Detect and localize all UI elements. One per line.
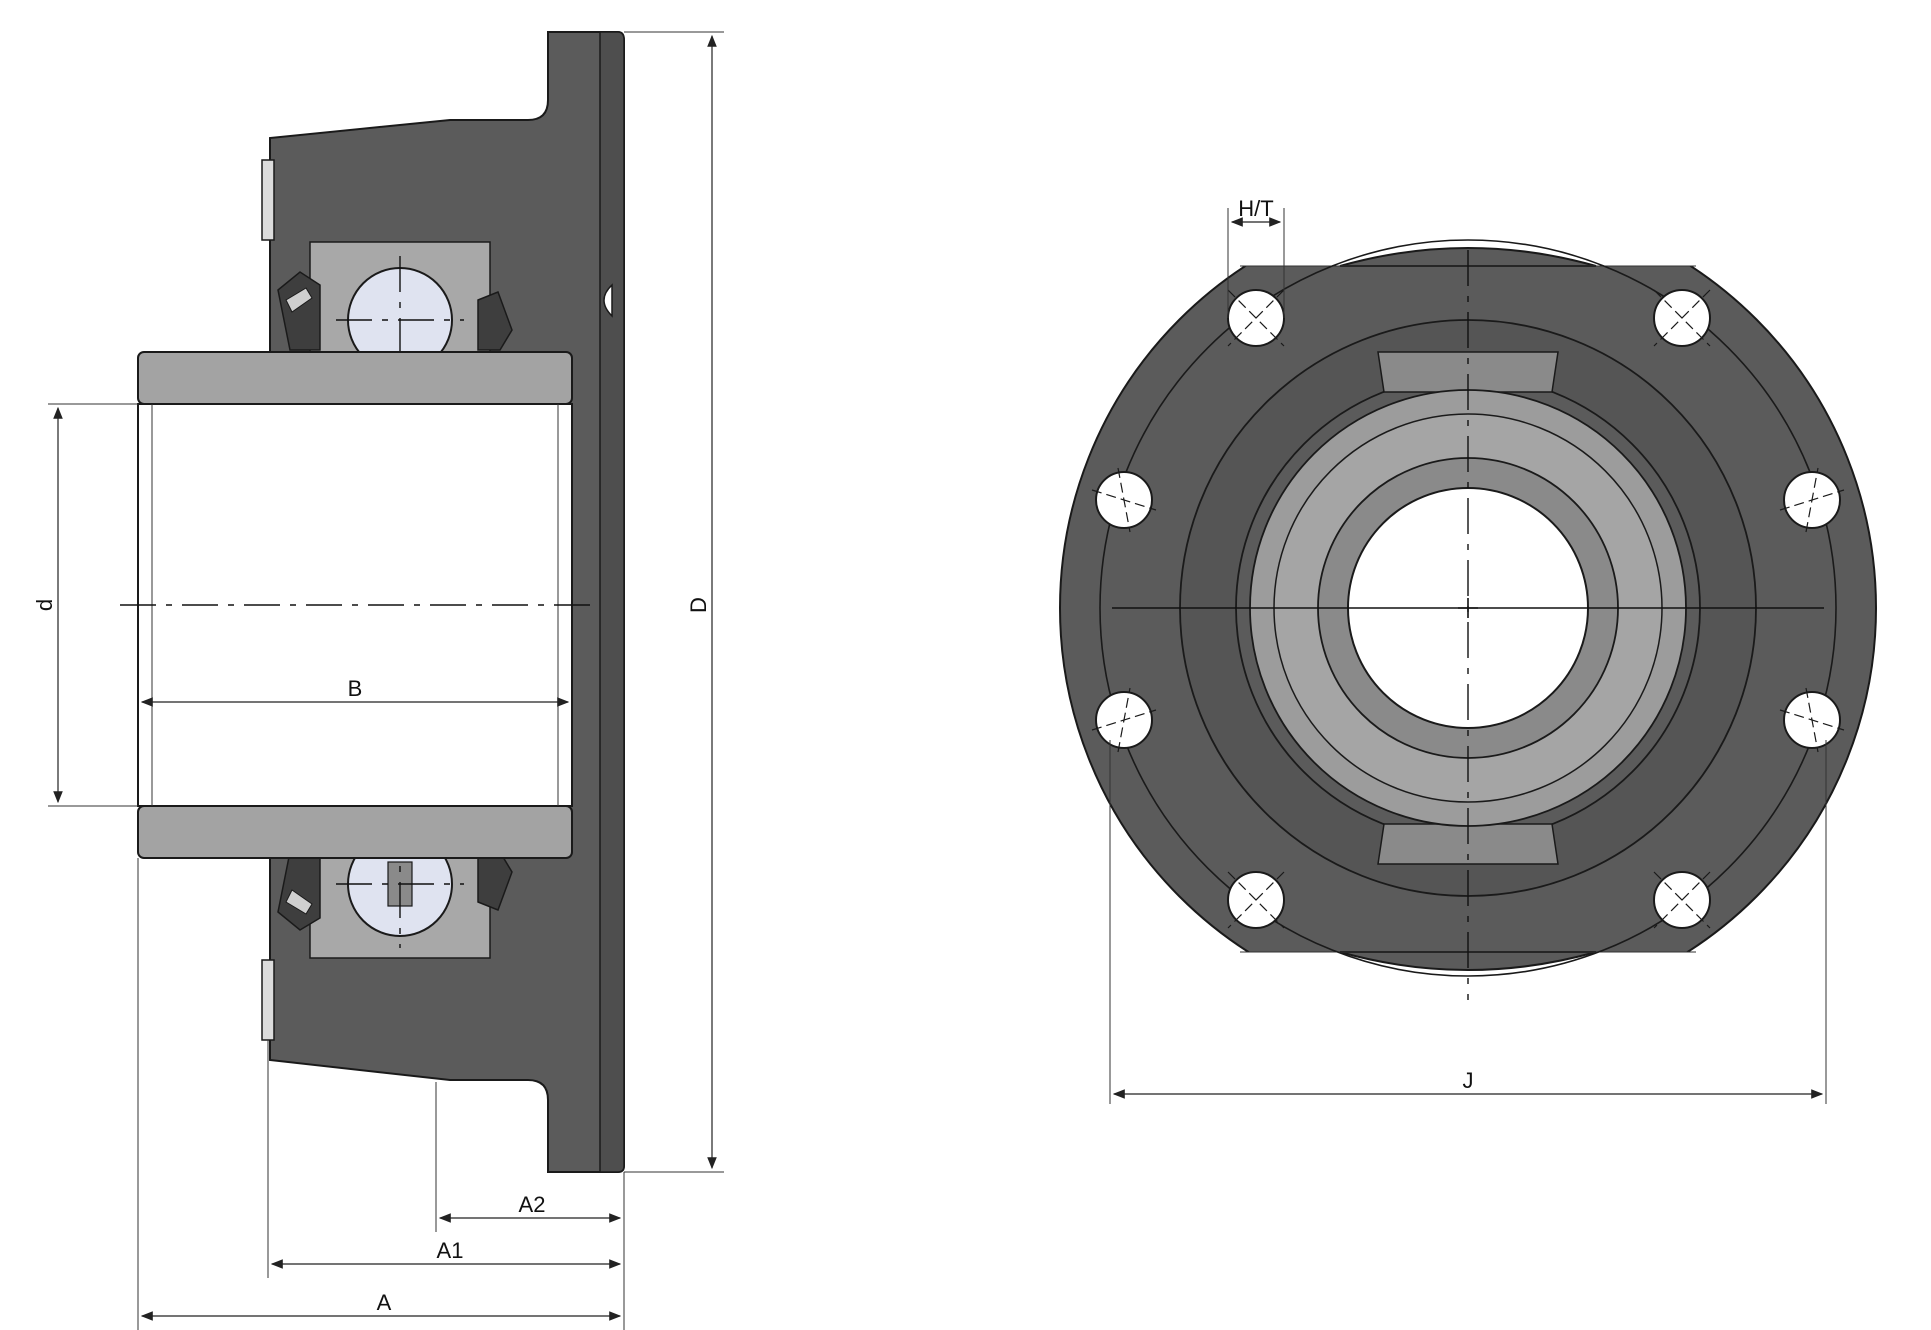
dimension-a2: A2 [438, 1192, 622, 1223]
sleeve-bottom-wall [137, 805, 573, 859]
dimension-j: J [1109, 740, 1827, 1104]
label-b: B [348, 676, 363, 701]
dimension-big-d: D [624, 31, 724, 1173]
seal-top-left [277, 271, 321, 351]
dimension-a: A [140, 1290, 622, 1321]
label-ht: H/T [1238, 196, 1273, 221]
seal-top-right [477, 291, 513, 351]
housing-groove [603, 283, 613, 318]
label-a2: A2 [519, 1192, 546, 1217]
seal-bottom-left [277, 851, 321, 931]
cover-plate-bottom [261, 959, 275, 1041]
dimension-d: d [32, 403, 138, 807]
dimension-b: B [140, 676, 570, 707]
side-section-view: d B D A2 A1 A [32, 31, 724, 1330]
cover-plate-top [261, 159, 275, 241]
label-d: d [32, 599, 57, 611]
label-a: A [377, 1290, 392, 1315]
flange-ring [1099, 239, 1837, 977]
label-big-d: D [686, 597, 711, 613]
label-j: J [1463, 1068, 1474, 1093]
sleeve-top-wall [137, 351, 573, 405]
label-a1: A1 [437, 1238, 464, 1263]
housing-flange-face [599, 31, 625, 1173]
lock-tab-top [1377, 351, 1559, 393]
dimension-ht: H/T [1227, 196, 1285, 318]
front-view: H/T J [1059, 196, 1877, 1104]
bolt-hole-crosshairs [1091, 289, 1845, 929]
seal-bottom-right [477, 851, 513, 911]
dimension-a1: A1 [270, 1238, 622, 1269]
